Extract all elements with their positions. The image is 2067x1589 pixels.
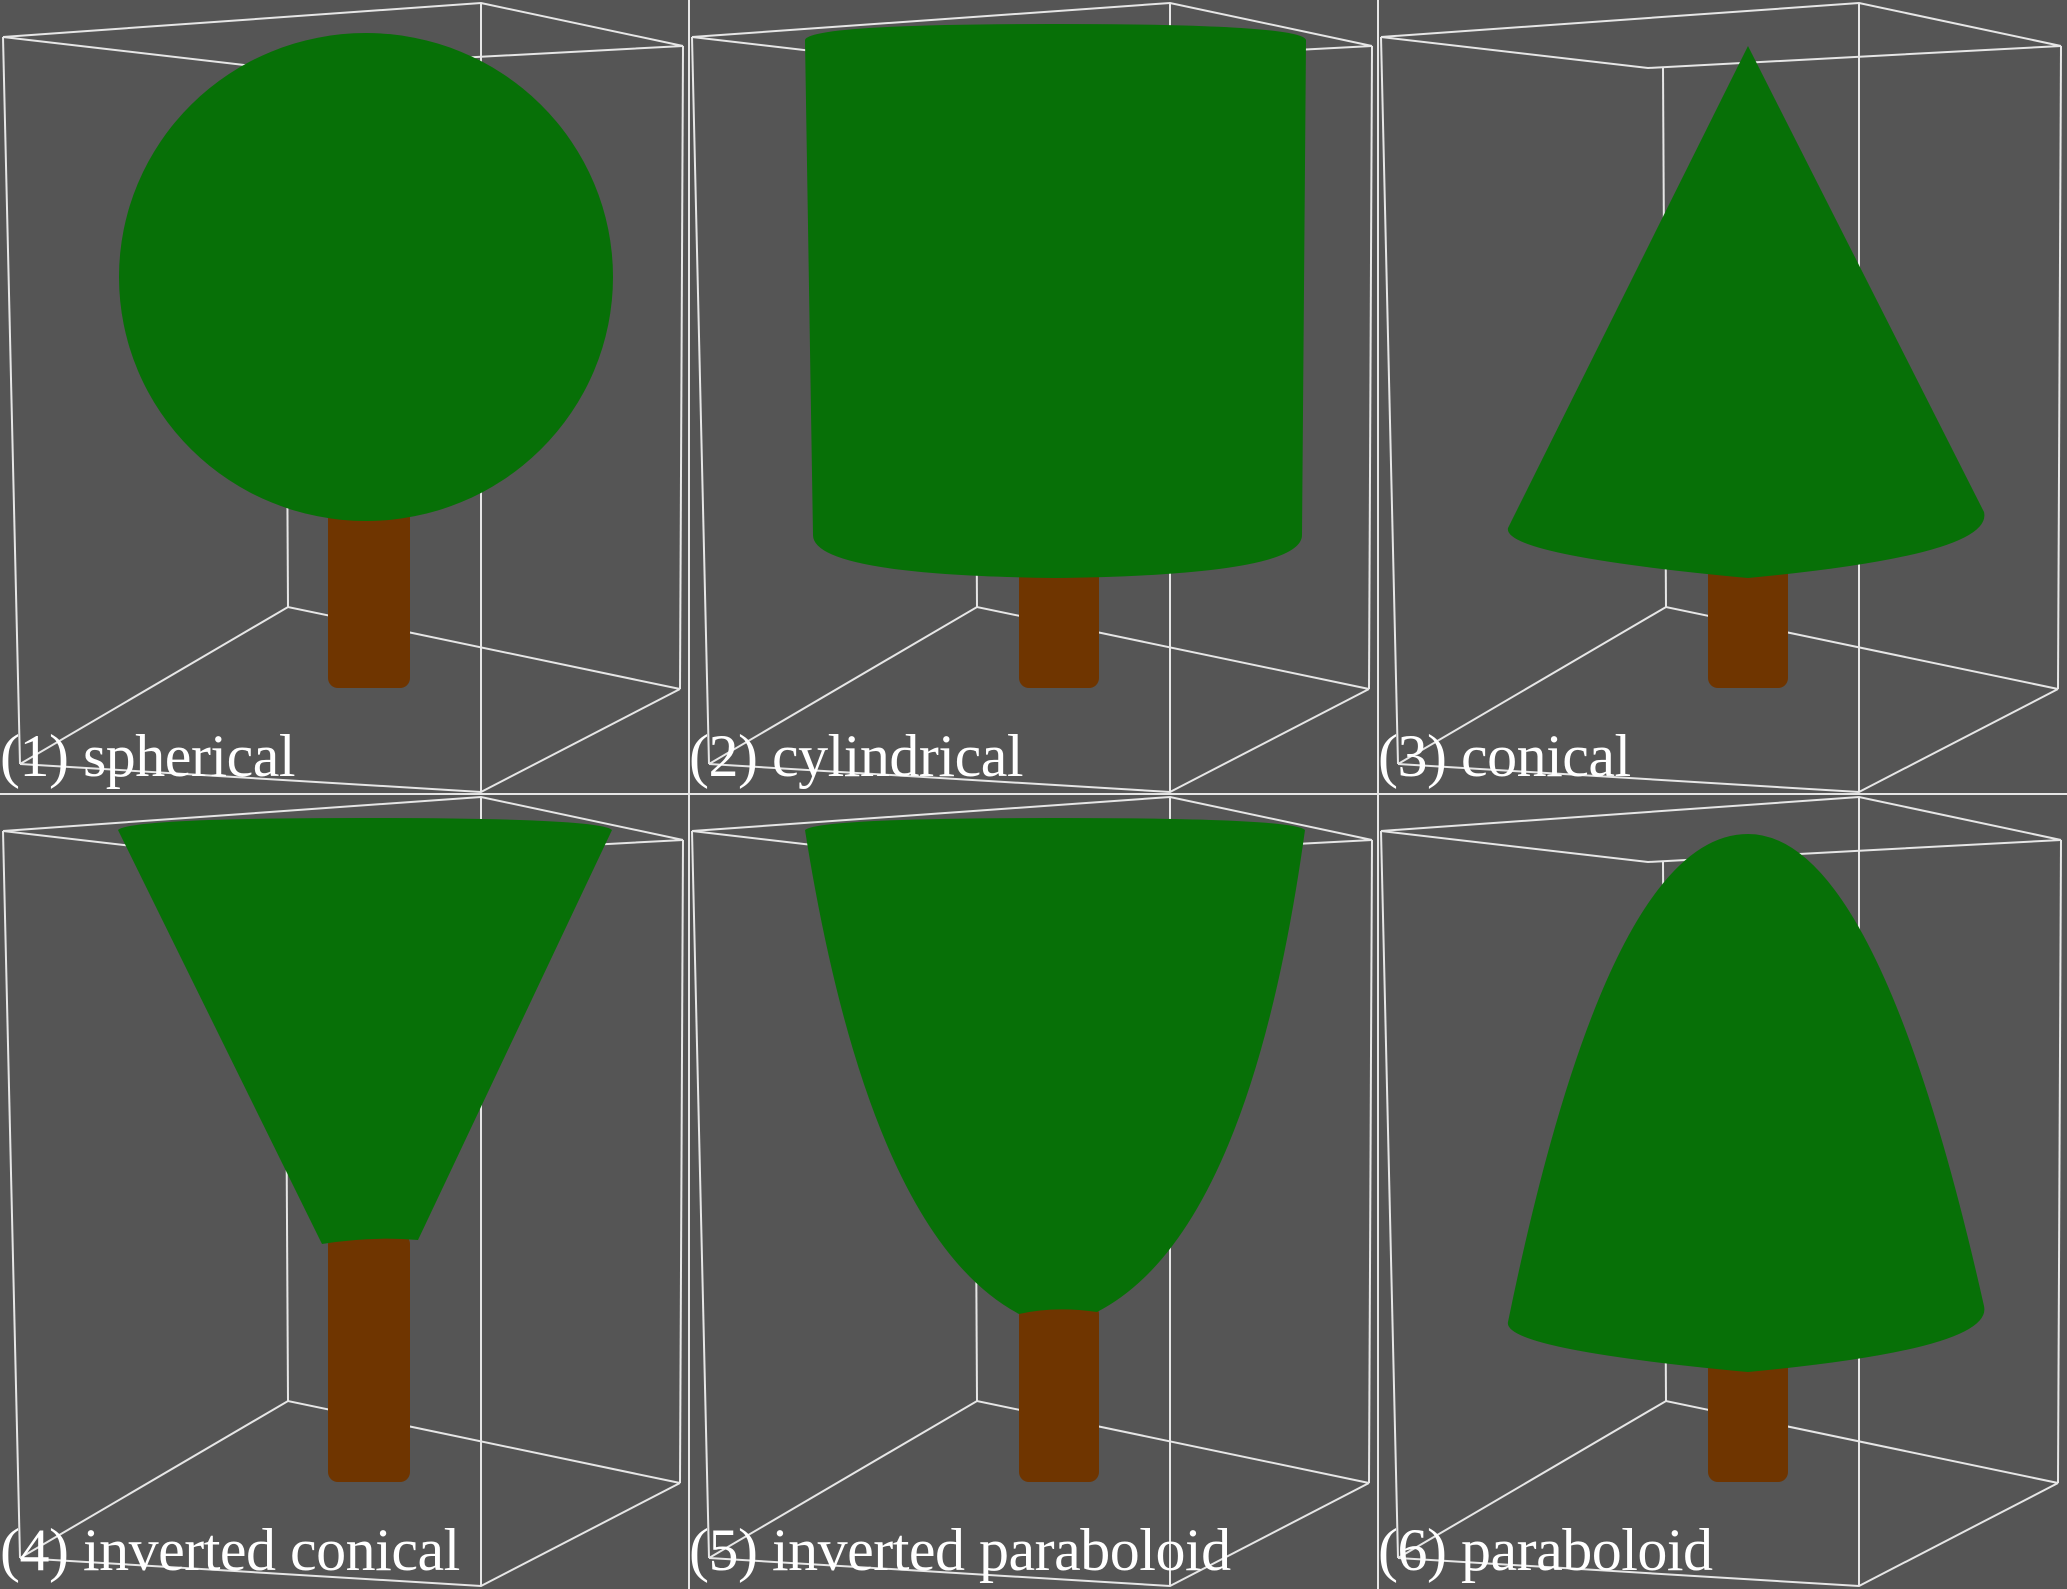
tree-model-inverted-conical	[118, 818, 612, 1482]
trunk	[1019, 1304, 1099, 1482]
crown-cylinder	[805, 24, 1306, 578]
crown-sphere	[119, 33, 613, 521]
panel-label: (4) inverted conical	[0, 1517, 460, 1583]
panel-label: (2) cylindrical	[689, 723, 1024, 789]
tree-model-conical	[1507, 46, 1985, 688]
crown-cone	[1507, 46, 1985, 578]
panel-paraboloid: (6) paraboloid	[1378, 794, 2067, 1588]
trunk	[1019, 560, 1099, 688]
tree-model-inverted-paraboloid	[805, 818, 1305, 1482]
panel-inverted-paraboloid: (5) inverted paraboloid	[689, 794, 1378, 1588]
crown-paraboloid	[1507, 834, 1985, 1372]
tree-model-spherical	[119, 33, 613, 688]
panel-spherical: (1) spherical	[0, 0, 689, 794]
panel-cylindrical: (2) cylindrical	[689, 0, 1378, 794]
panel-divider-horizontal	[0, 793, 2067, 795]
tree-model-cylindrical	[805, 24, 1306, 688]
trunk	[1708, 560, 1788, 688]
panel-label: (5) inverted paraboloid	[689, 1517, 1231, 1583]
crown-inverted-cone	[118, 818, 612, 1244]
panel-label: (3) conical	[1378, 723, 1631, 789]
trunk	[328, 505, 410, 688]
trunk	[328, 1234, 410, 1482]
crown-inverted-paraboloid	[805, 818, 1305, 1314]
panel-conical: (3) conical	[1378, 0, 2067, 794]
tree-model-paraboloid	[1507, 834, 1985, 1482]
panel-inverted-conical: (4) inverted conical	[0, 794, 689, 1588]
trunk	[1708, 1354, 1788, 1482]
panel-label: (1) spherical	[0, 723, 296, 789]
panel-label: (6) paraboloid	[1378, 1517, 1713, 1583]
